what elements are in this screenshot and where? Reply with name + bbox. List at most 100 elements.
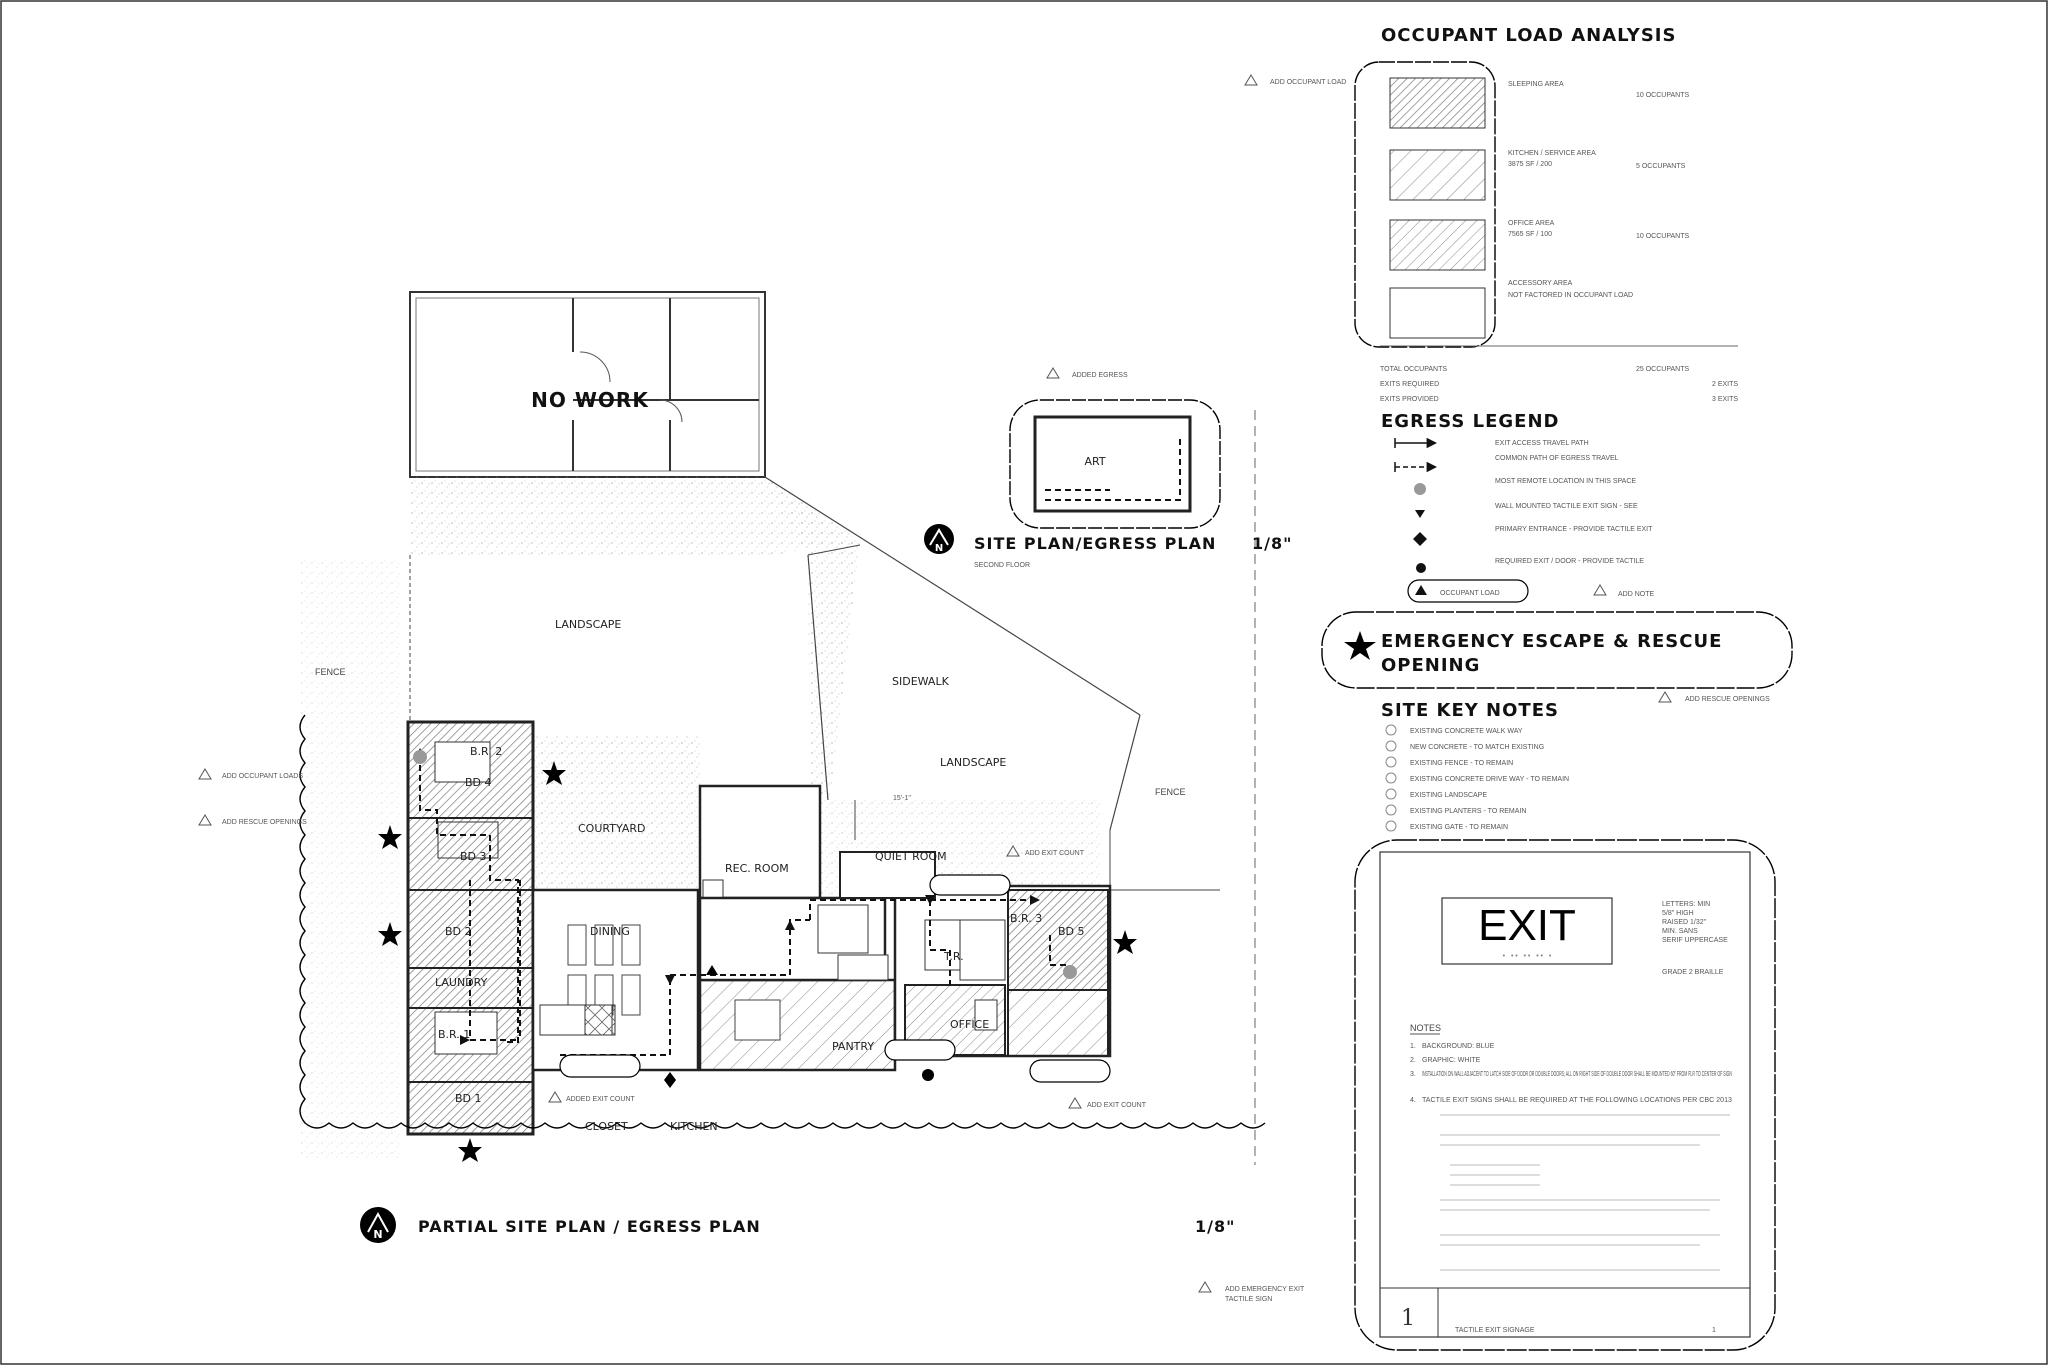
svg-text:15'-1": 15'-1" (893, 795, 911, 802)
svg-text:3.: 3. (1410, 1071, 1416, 1078)
main-floor-plan (406, 720, 1112, 1136)
svg-text:WALL MOUNTED TACTILE EXIT SIGN: WALL MOUNTED TACTILE EXIT SIGN - SEE (1495, 503, 1638, 510)
svg-text:KITCHEN: KITCHEN (670, 1120, 718, 1133)
occupant-load-panel: OCCUPANT LOAD ANALYSIS ADD OCCUPANT LOAD… (1244, 25, 1738, 403)
detail-caption: TACTILE EXIT SIGNAGE (1455, 1327, 1535, 1334)
svg-text:SIDEWALK: SIDEWALK (892, 675, 950, 688)
svg-text:N: N (373, 1228, 382, 1241)
svg-text:5/8" HIGH: 5/8" HIGH (1662, 910, 1694, 917)
upper-plan-subtitle: SECOND FLOOR (974, 562, 1030, 569)
svg-text:EXISTING PLANTERS - TO REMAIN: EXISTING PLANTERS - TO REMAIN (1410, 808, 1526, 815)
svg-text:QUIET ROOM: QUIET ROOM (875, 850, 947, 863)
north-arrow-icon (360, 1207, 396, 1243)
art-room-label: ART (1084, 455, 1105, 468)
svg-text:BD 4: BD 4 (465, 776, 492, 789)
svg-text:FENCE: FENCE (1155, 787, 1186, 797)
svg-text:B.R. 2: B.R. 2 (470, 745, 502, 758)
egress-paths (415, 748, 1070, 1060)
svg-text:INSTALLATION ON WALL ADJACENT: INSTALLATION ON WALL ADJACENT TO LATCH S… (1422, 1071, 1732, 1078)
emergency-line2: OPENING (1381, 655, 1480, 676)
svg-text:FENCE: FENCE (315, 667, 346, 677)
svg-text:TOTAL OCCUPANTS: TOTAL OCCUPANTS (1380, 366, 1447, 373)
svg-text:PANTRY: PANTRY (832, 1040, 874, 1053)
north-arrow-icon (924, 524, 954, 554)
svg-text:ADD EMERGENCY EXIT: ADD EMERGENCY EXIT (1225, 1286, 1305, 1293)
occupant-load-tags (559, 874, 1111, 1083)
emergency-escape-block: EMERGENCY ESCAPE & RESCUE OPENING ADD RE… (1321, 611, 1793, 703)
svg-text:25 OCCUPANTS: 25 OCCUPANTS (1636, 366, 1689, 373)
svg-text:TACTILE SIGN: TACTILE SIGN (1225, 1296, 1272, 1303)
svg-text:ACCESSORY AREA: ACCESSORY AREA (1508, 280, 1573, 287)
egress-legend: EGRESS LEGEND EXIT ACCESS TRAVEL PATH CO… (1381, 411, 1655, 603)
svg-text:B.R. 1: B.R. 1 (438, 1028, 470, 1041)
svg-text:10 OCCUPANTS: 10 OCCUPANTS (1636, 92, 1689, 99)
svg-text:BD 1: BD 1 (455, 1092, 482, 1105)
svg-text:ADD EXIT COUNT: ADD EXIT COUNT (1025, 850, 1085, 857)
main-plan-title-text: PARTIAL SITE PLAN / EGRESS PLAN (418, 1217, 761, 1236)
star-icon (1344, 631, 1376, 660)
svg-text:REQUIRED EXIT / DOOR - PROVIDE: REQUIRED EXIT / DOOR - PROVIDE TACTILE (1495, 558, 1644, 565)
landscape-areas (300, 477, 1100, 1160)
svg-text:• •• •• •• •: • •• •• •• • (1502, 952, 1553, 960)
main-plan-scale: 1/8" (1195, 1217, 1235, 1236)
svg-text:BACKGROUND: BLUE: BACKGROUND: BLUE (1422, 1043, 1495, 1050)
svg-text:3 EXITS: 3 EXITS (1712, 396, 1738, 403)
upper-plan-scale: 1/8" (1252, 534, 1292, 553)
svg-text:SERIF UPPERCASE: SERIF UPPERCASE (1662, 937, 1728, 944)
exit-sign-text: EXIT (1478, 901, 1576, 950)
svg-text:2 EXITS: 2 EXITS (1712, 381, 1738, 388)
svg-text:RAISED 1/32": RAISED 1/32" (1662, 919, 1707, 926)
main-plan-title: N PARTIAL SITE PLAN / EGRESS PLAN 1/8" (360, 1207, 1235, 1243)
svg-text:ADD RESCUE OPENINGS: ADD RESCUE OPENINGS (222, 819, 307, 826)
svg-text:5 OCCUPANTS: 5 OCCUPANTS (1636, 163, 1686, 170)
svg-text:1.: 1. (1410, 1043, 1416, 1050)
room-labels: B.R. 2 BD 4 BD 3 BD 2 LAUNDRY B.R. 1 BD … (315, 618, 1186, 1133)
svg-text:NOT FACTORED IN OCCUPANT LOAD: NOT FACTORED IN OCCUPANT LOAD (1508, 292, 1633, 299)
svg-text:MIN. SANS: MIN. SANS (1662, 928, 1698, 935)
svg-text:COMMON PATH OF EGRESS TRAVEL: COMMON PATH OF EGRESS TRAVEL (1495, 455, 1619, 462)
svg-text:3875 SF / 200: 3875 SF / 200 (1508, 161, 1552, 168)
svg-text:REC. ROOM: REC. ROOM (725, 862, 789, 875)
svg-text:SLEEPING AREA: SLEEPING AREA (1508, 81, 1564, 88)
svg-text:EXISTING CONCRETE DRIVE WAY -: EXISTING CONCRETE DRIVE WAY - TO REMAIN (1410, 776, 1569, 783)
upper-floor-plan: ART (1009, 399, 1221, 529)
svg-text:NOTES: NOTES (1410, 1023, 1441, 1033)
upper-plan-title: N SITE PLAN/EGRESS PLAN 1/8" SECOND FLOO… (924, 524, 1292, 569)
svg-text:BD 2: BD 2 (445, 925, 472, 938)
plan-notes: ADDED EGRESS ADD EXIT COUNT ADDED EXIT C… (198, 367, 1305, 1303)
occupant-load-title: OCCUPANT LOAD ANALYSIS (1381, 25, 1676, 46)
svg-text:N: N (935, 543, 943, 554)
svg-text:LAUNDRY: LAUNDRY (435, 976, 488, 989)
svg-text:EXISTING LANDSCAPE: EXISTING LANDSCAPE (1410, 792, 1487, 799)
svg-text:BD 3: BD 3 (460, 850, 487, 863)
svg-text:GRAPHIC: WHITE: GRAPHIC: WHITE (1422, 1057, 1481, 1064)
no-work-label: NO WORK (531, 388, 649, 412)
svg-text:PRIMARY ENTRANCE - PROVIDE TAC: PRIMARY ENTRANCE - PROVIDE TACTILE EXIT (1495, 526, 1653, 533)
svg-text:2.: 2. (1410, 1057, 1416, 1064)
site-outline (409, 410, 1256, 1165)
svg-text:CLOSET: CLOSET (585, 1120, 628, 1133)
svg-text:MOST REMOTE LOCATION IN THIS S: MOST REMOTE LOCATION IN THIS SPACE (1495, 478, 1636, 485)
svg-text:EXITS REQUIRED: EXITS REQUIRED (1380, 381, 1439, 388)
svg-text:EXISTING CONCRETE WALK WAY: EXISTING CONCRETE WALK WAY (1410, 728, 1523, 735)
svg-text:ADDED EGRESS: ADDED EGRESS (1072, 372, 1128, 379)
svg-text:LANDSCAPE: LANDSCAPE (940, 756, 1006, 769)
detail-scale: 1 (1712, 1327, 1716, 1334)
no-work-building: NO WORK (409, 291, 766, 478)
svg-text:ADD NOTE: ADD NOTE (1618, 591, 1655, 598)
svg-text:KITCHEN / SERVICE AREA: KITCHEN / SERVICE AREA (1508, 150, 1596, 157)
svg-text:4.: 4. (1410, 1097, 1416, 1104)
detail-number: 1 (1401, 1306, 1415, 1331)
svg-text:LANDSCAPE: LANDSCAPE (555, 618, 621, 631)
svg-text:ADD EXIT COUNT: ADD EXIT COUNT (1087, 1102, 1147, 1109)
svg-text:GRADE 2 BRAILLE: GRADE 2 BRAILLE (1662, 969, 1724, 976)
site-key-notes: SITE KEY NOTES EXISTING CONCRETE WALK WA… (1381, 700, 1569, 832)
svg-text:ADD OCCUPANT LOAD: ADD OCCUPANT LOAD (1270, 79, 1346, 86)
svg-text:7565 SF / 100: 7565 SF / 100 (1508, 231, 1552, 238)
svg-text:ADDED EXIT COUNT: ADDED EXIT COUNT (566, 1096, 635, 1103)
svg-text:COURTYARD: COURTYARD (578, 822, 645, 835)
svg-text:EXISTING FENCE - TO REMAIN: EXISTING FENCE - TO REMAIN (1410, 760, 1513, 767)
svg-text:EXIT ACCESS TRAVEL PATH: EXIT ACCESS TRAVEL PATH (1495, 440, 1589, 447)
